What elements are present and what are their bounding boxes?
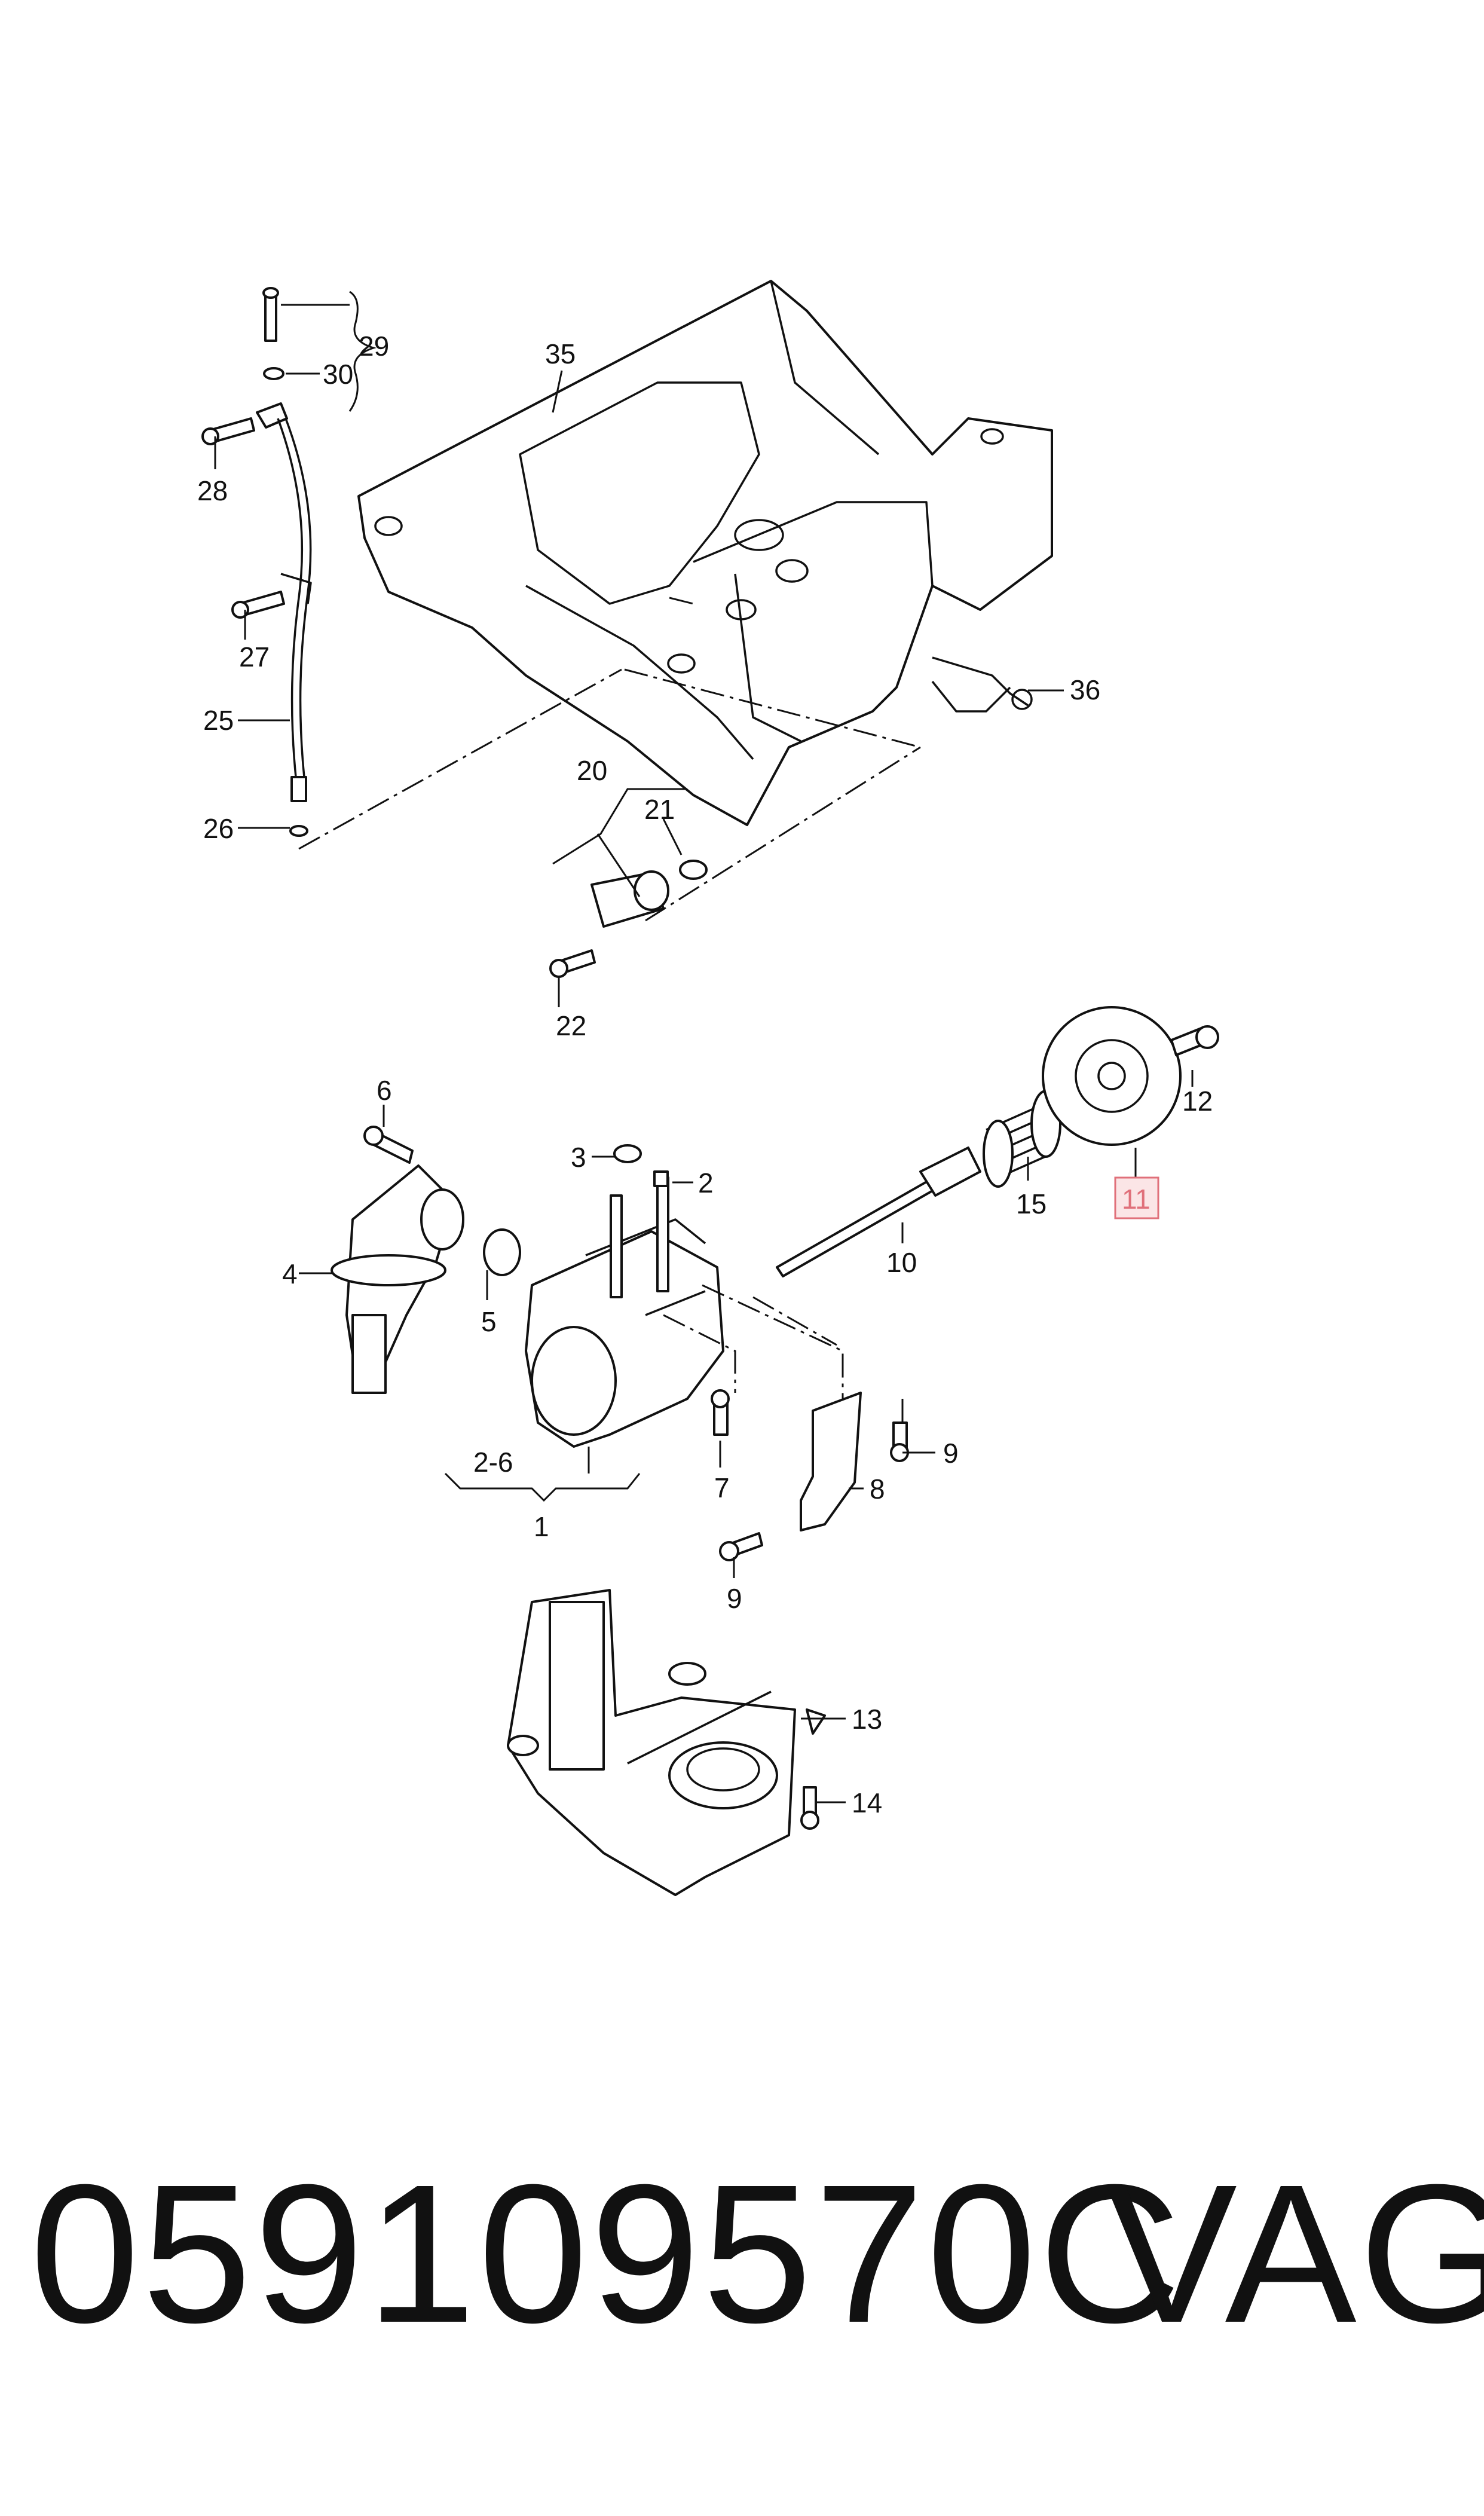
baffle-drawing	[507, 1589, 826, 1896]
brand-name: VAG	[1106, 2143, 1484, 2364]
callout-8: 8	[870, 1473, 885, 1505]
footer-caption: 059109570C VAG	[30, 2128, 1484, 2415]
intake-pipe-drawing	[331, 1126, 521, 1394]
callout-6: 6	[377, 1075, 392, 1106]
part-number: 059109570C	[30, 2143, 1184, 2364]
callout-22: 22	[556, 1010, 586, 1041]
callout-36: 36	[1070, 674, 1100, 705]
callout-15: 15	[1016, 1188, 1047, 1219]
oil-pan-drawing	[357, 280, 1053, 826]
callout-2-6: 2-6	[473, 1447, 513, 1478]
callout-20: 20	[577, 755, 607, 786]
oil-pump-drawing	[525, 1144, 724, 1448]
alignment-line	[645, 746, 921, 922]
callout-10: 10	[886, 1247, 917, 1278]
callout-26: 26	[203, 813, 234, 844]
callout-25: 25	[203, 705, 234, 736]
callout-21: 21	[644, 794, 675, 825]
callout-1: 1	[534, 1511, 549, 1542]
alignment-line	[663, 1314, 736, 1393]
callout-9-lower: 9	[727, 1583, 742, 1614]
callout-13: 13	[852, 1704, 882, 1735]
callout-35: 35	[545, 338, 576, 369]
callout-3: 3	[571, 1142, 586, 1173]
callout-29: 29	[359, 331, 389, 362]
drive-shaft-drawing	[776, 1006, 1219, 1277]
bracket-drawing	[711, 1389, 909, 1561]
callout-5: 5	[481, 1306, 497, 1337]
callout-2: 2	[698, 1167, 714, 1199]
alignment-line	[298, 668, 622, 850]
alignment-line	[752, 1296, 837, 1346]
alignment-line	[624, 668, 921, 748]
callout-28: 28	[197, 475, 228, 506]
alignment-line	[669, 597, 694, 605]
callout-9-right: 9	[943, 1438, 959, 1469]
regulator-valve-drawing	[549, 860, 708, 978]
dipstick-drawing	[201, 287, 312, 837]
callout-4: 4	[282, 1258, 298, 1289]
callout-14: 14	[852, 1787, 882, 1818]
highlight-box-11	[1114, 1176, 1159, 1219]
callout-27: 27	[239, 641, 270, 672]
callout-30: 30	[323, 359, 353, 390]
callout-7: 7	[714, 1472, 730, 1503]
callout-12: 12	[1182, 1086, 1213, 1117]
alignment-line	[702, 1284, 844, 1399]
leader-lines	[214, 291, 1194, 1803]
callout-11: 11	[1122, 1184, 1151, 1215]
